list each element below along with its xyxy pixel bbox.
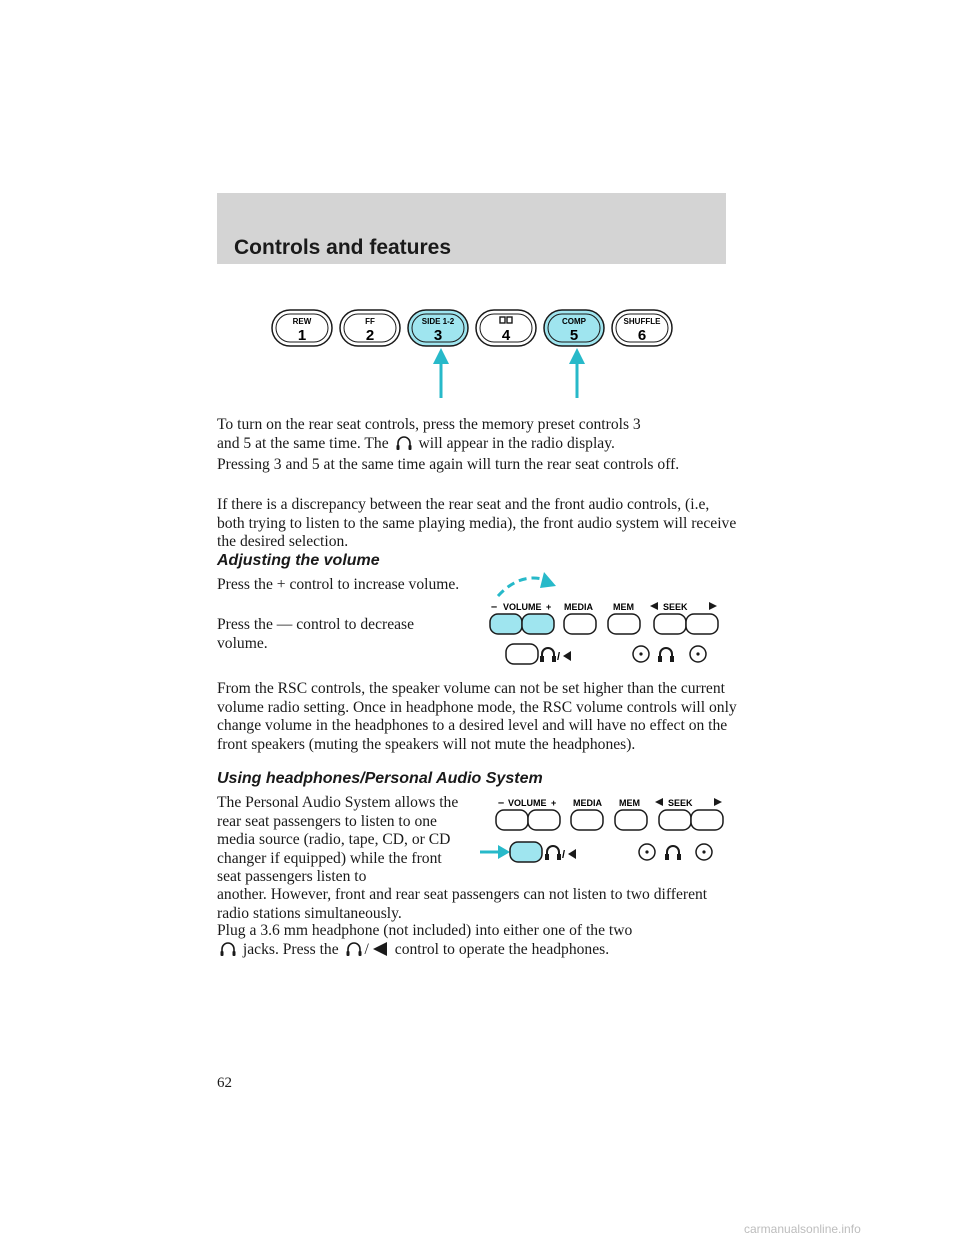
paragraph-plug-headphone: Plug a 3.6 mm headphone (not included) i… — [217, 922, 633, 958]
subheading-headphones: Using headphones/Personal Audio System — [217, 770, 543, 787]
subheading-adjusting-volume: Adjusting the volume — [217, 552, 380, 569]
mem-label: MEM — [619, 798, 640, 808]
seek-forward-button[interactable] — [690, 809, 724, 831]
preset-button-label: FF — [365, 317, 375, 326]
seek-back-button[interactable] — [653, 613, 687, 635]
paragraph-pas-intro: The Personal Audio System allows the rea… — [217, 794, 459, 885]
preset-button-number: 2 — [366, 327, 374, 344]
media-button[interactable] — [563, 613, 597, 635]
preset-button-label: REW — [293, 317, 312, 326]
paragraph-rsc-volume: From the RSC controls, the speaker volum… — [217, 680, 737, 753]
volume-label: VOLUME — [503, 602, 542, 612]
mem-button[interactable] — [614, 809, 648, 831]
volume-minus-label: – — [491, 601, 497, 613]
rsc-panel-headphone-figure: – VOLUME + MEDIA MEM SEEK / — [480, 797, 724, 863]
preset-button-number: 3 — [434, 327, 442, 344]
headphone-icon — [545, 845, 561, 860]
paragraph-turn-on: To turn on the rear seat controls, press… — [217, 416, 641, 452]
mem-button[interactable] — [607, 613, 641, 635]
headphone-mode-button[interactable] — [509, 841, 543, 863]
seek-label: SEEK — [663, 602, 688, 612]
arrow-to-button-5 — [569, 348, 585, 398]
preset-button-3[interactable]: SIDE 1-23 — [407, 309, 469, 347]
headphone-icon — [658, 647, 674, 662]
seek-back-button[interactable] — [658, 809, 692, 831]
volume-minus-label: – — [498, 797, 504, 809]
volume-plus-button[interactable] — [527, 809, 561, 831]
paragraph-pas-continued: another. However, front and rear seat pa… — [217, 886, 708, 922]
volume-plus-button[interactable] — [521, 613, 555, 635]
volume-label: VOLUME — [508, 798, 547, 808]
preset-button-label: COMP — [562, 317, 587, 326]
headphone-mode-button[interactable] — [505, 643, 539, 665]
page-number: 62 — [217, 1075, 232, 1091]
preset-button-number: 4 — [502, 327, 511, 344]
headphone-icon — [220, 941, 236, 956]
slash-label: / — [562, 849, 565, 861]
mem-label: MEM — [613, 602, 634, 612]
headphone-icon — [346, 941, 362, 956]
seek-forward-button[interactable] — [685, 613, 719, 635]
paragraph-discrepancy: If there is a discrepancy between the re… — [217, 496, 737, 550]
media-button[interactable] — [570, 809, 604, 831]
headphone-icon — [665, 845, 681, 860]
speaker-icon — [563, 651, 571, 661]
preset-button-number: 1 — [298, 327, 306, 344]
preset-button-label: SIDE 1-2 — [422, 317, 455, 326]
volume-plus-label: + — [551, 798, 556, 808]
speaker-icon — [372, 941, 387, 956]
section-title: Controls and features — [234, 236, 452, 259]
preset-button-label: SHUFFLE — [624, 317, 662, 326]
seek-label: SEEK — [668, 798, 693, 808]
watermark: carmanualsonline.info — [744, 1222, 861, 1236]
paragraph-turn-off: Pressing 3 and 5 at the same time again … — [217, 456, 680, 473]
arrow-to-headphone-button — [480, 845, 510, 859]
paragraph-increase-volume: Press the + control to increase volume. — [217, 576, 460, 593]
headphone-icon — [396, 435, 412, 450]
rsc-panel-volume-figure: – VOLUME + MEDIA MEM SEEK / — [489, 572, 719, 665]
preset-button-number: 5 — [570, 327, 578, 344]
volume-minus-button[interactable] — [489, 613, 523, 635]
preset-button-2[interactable]: FF2 — [339, 309, 401, 347]
volume-minus-button[interactable] — [495, 809, 529, 831]
paragraph-decrease-volume: Press the — control to decrease volume. — [217, 616, 415, 652]
preset-button-number: 6 — [638, 327, 646, 344]
media-label: MEDIA — [573, 798, 603, 808]
preset-button-4[interactable]: 4 — [475, 309, 537, 347]
arrow-to-button-3 — [433, 348, 449, 398]
speaker-icon — [568, 849, 576, 859]
slash-label: / — [557, 651, 560, 663]
volume-plus-label: + — [546, 602, 551, 612]
dolby-icon — [499, 316, 513, 324]
media-label: MEDIA — [564, 602, 594, 612]
headphone-icon — [540, 647, 556, 662]
section-header: Controls and features — [217, 193, 726, 264]
curved-arrow-icon — [496, 576, 547, 598]
